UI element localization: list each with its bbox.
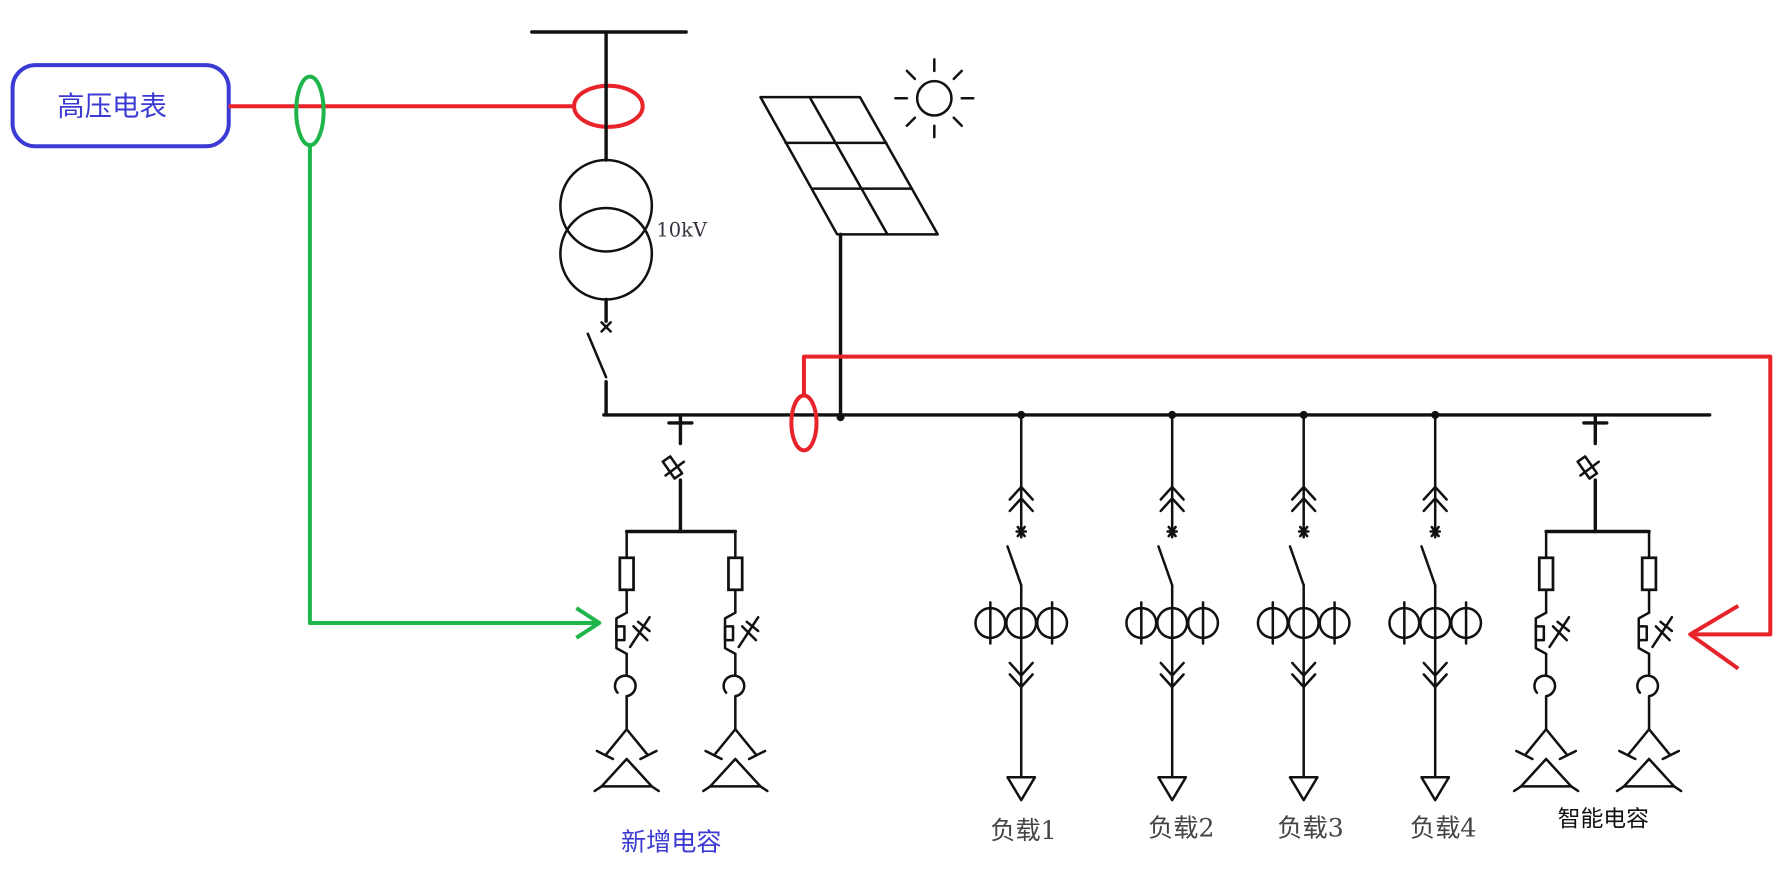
load-label-1: 负载1	[990, 816, 1056, 845]
transformer-icon	[530, 30, 688, 333]
red-current-transformer	[572, 83, 645, 129]
green-current-transformer	[294, 74, 326, 148]
transformer-voltage-label: 10kV	[656, 219, 707, 242]
solar-panel-icon	[759, 95, 940, 422]
fuse-icon	[661, 455, 684, 480]
load-label-3: 负载3	[1277, 814, 1343, 843]
load-label-4: 负载4	[1410, 814, 1476, 843]
green-signal-line	[307, 145, 597, 625]
capacitor-icon-new-1	[593, 530, 661, 793]
new-capacitor-group	[593, 413, 769, 793]
smart-capacitor-group	[1512, 413, 1683, 793]
capacitor-icon-smart-2	[1615, 530, 1683, 793]
green-arrow-head	[575, 606, 602, 640]
load-icon-3	[1256, 409, 1351, 802]
load-icon-1	[974, 409, 1069, 802]
fuse-icon	[1576, 455, 1599, 480]
load-icon-2	[1125, 409, 1220, 802]
red-arrow-head	[1688, 604, 1740, 671]
capacitor-icon-new-2	[701, 530, 769, 793]
smart-capacitor-label: 智能电容	[1558, 806, 1649, 832]
load-label-2: 负载2	[1148, 814, 1214, 843]
red-bus-current-transformer	[789, 393, 819, 453]
load-icon-4	[1388, 409, 1483, 802]
capacitor-icon-smart-1	[1512, 530, 1580, 793]
main-switch-icon	[586, 332, 608, 417]
red-signal-line-smart	[801, 354, 1773, 637]
high-voltage-meter-label: 高压电表	[57, 91, 167, 122]
sun-icon	[894, 58, 975, 139]
new-capacitor-label: 新增电容	[621, 827, 722, 856]
